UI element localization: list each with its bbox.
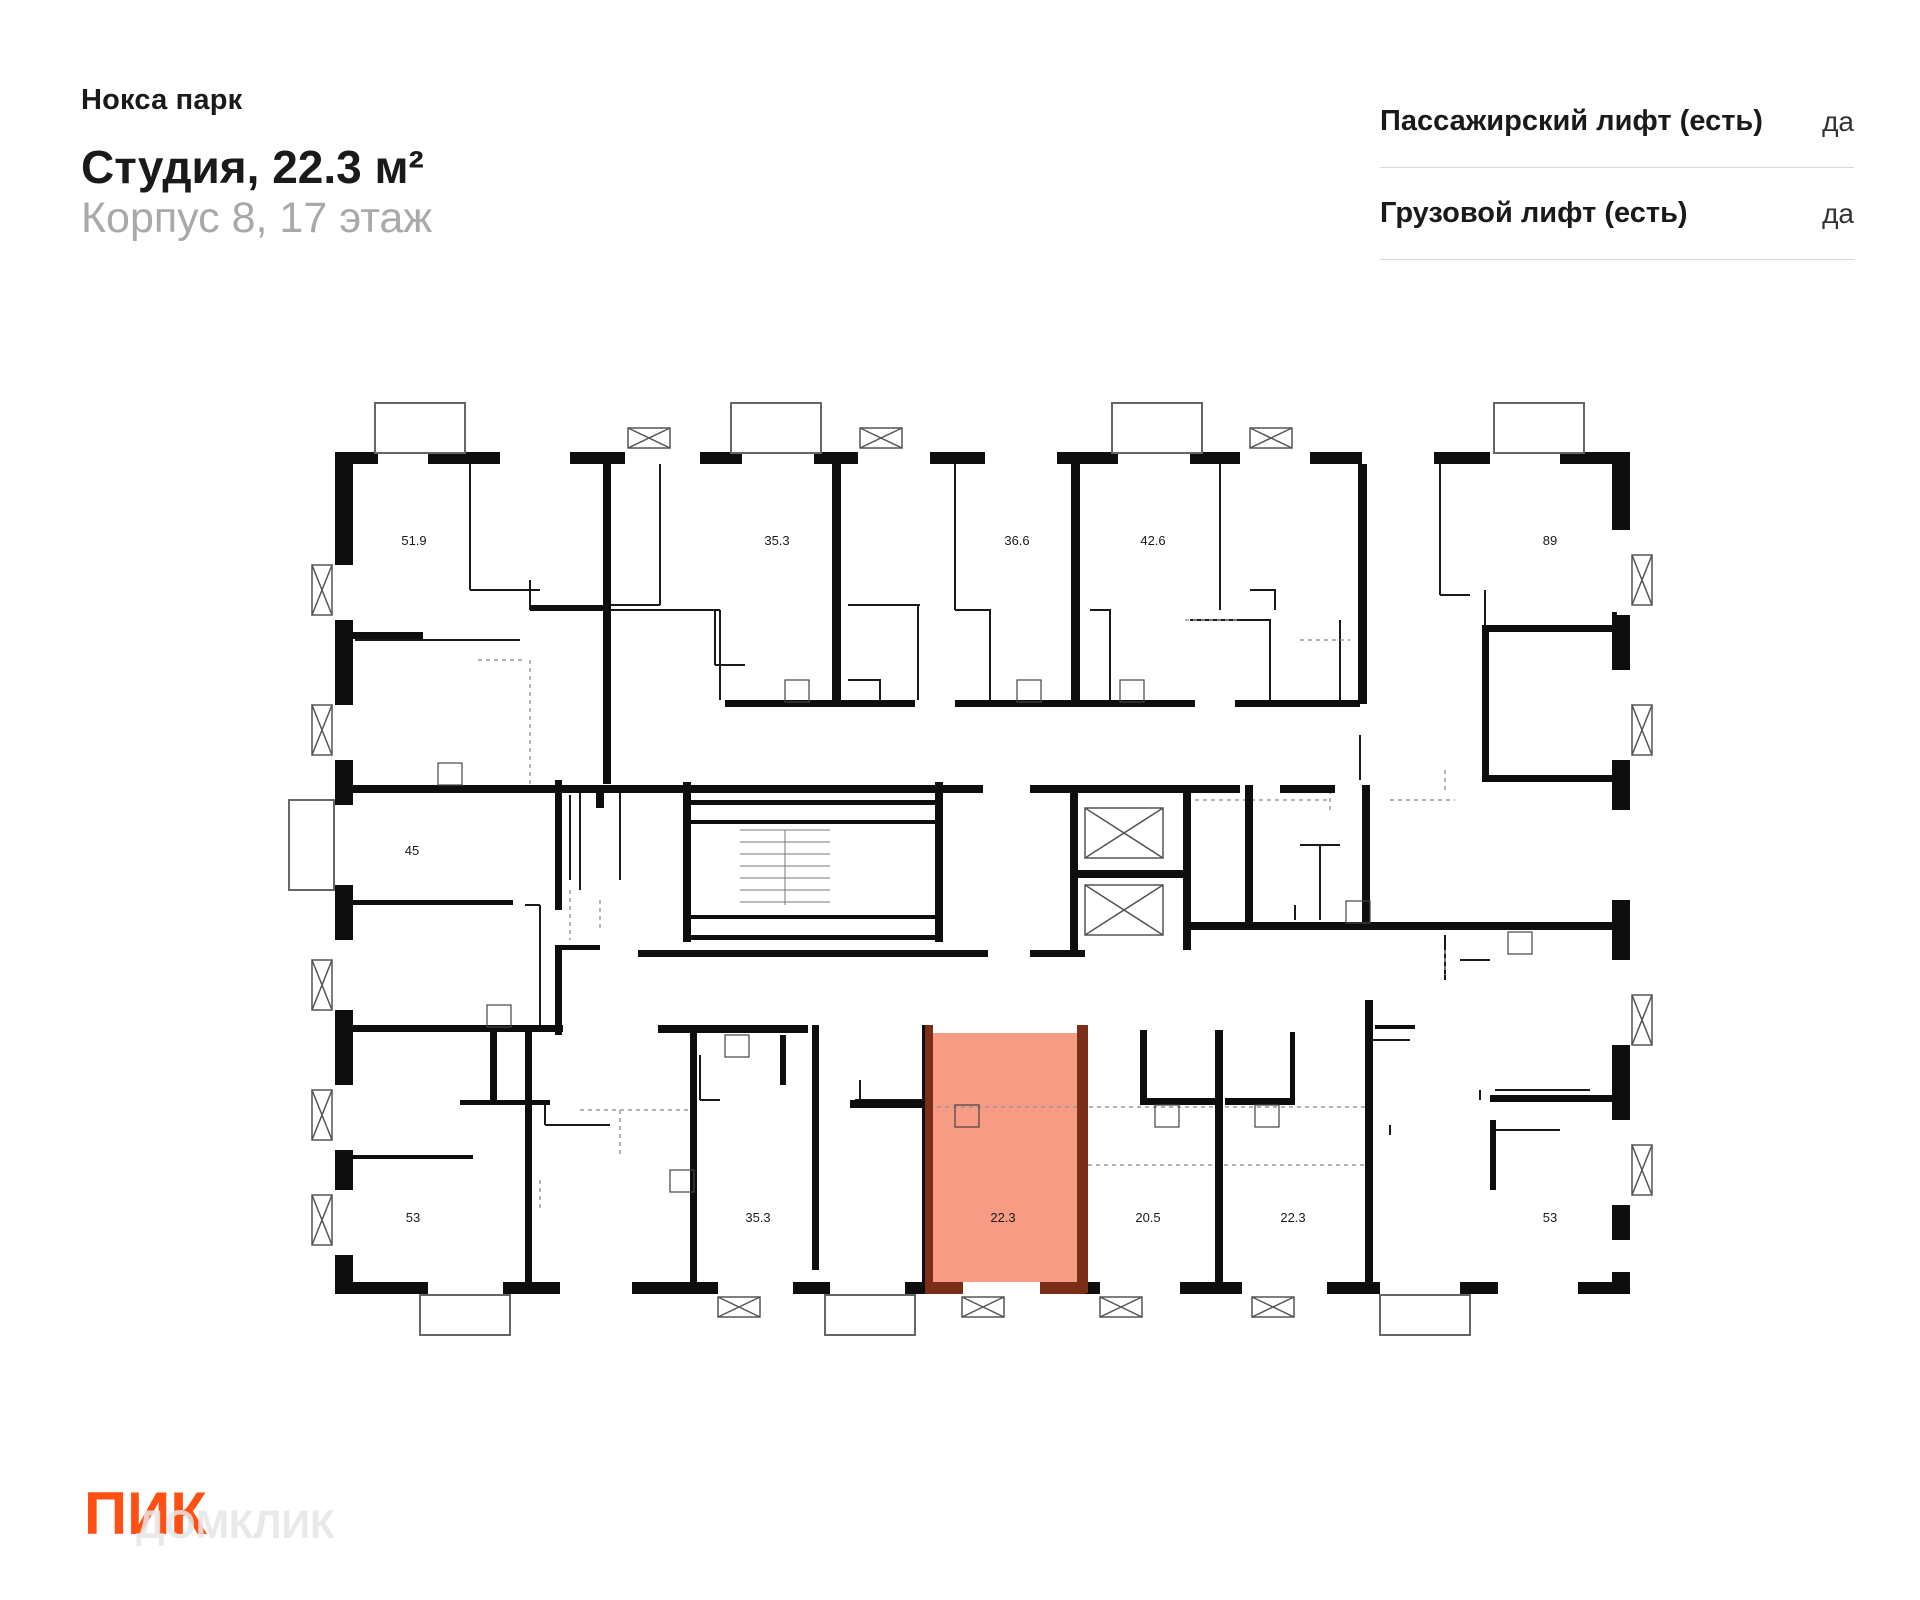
project-name: Нокса парк bbox=[81, 84, 243, 116]
selected-apartment-highlight[interactable] bbox=[930, 1033, 1085, 1293]
pik-logo: ПИК ДОМКЛИК bbox=[84, 1480, 335, 1547]
property-label: Грузовой лифт (есть) bbox=[1380, 197, 1688, 229]
apartment-area[interactable]: 35.3 bbox=[745, 1210, 770, 1225]
property-value: да bbox=[1822, 197, 1854, 229]
apartment-area[interactable]: 36.6 bbox=[1004, 533, 1029, 548]
apartment-area[interactable]: 45 bbox=[405, 843, 419, 858]
apartment-area[interactable]: 20.5 bbox=[1135, 1210, 1160, 1225]
balconies bbox=[288, 402, 1585, 1336]
property-label: Пассажирский лифт (есть) bbox=[1380, 105, 1763, 137]
properties-list: Пассажирский лифт (есть) да Грузовой лиф… bbox=[1380, 76, 1854, 260]
apartment-area[interactable]: 42.6 bbox=[1140, 533, 1165, 548]
property-passenger-lift: Пассажирский лифт (есть) да bbox=[1380, 76, 1854, 168]
apartment-area[interactable]: 53 bbox=[406, 1210, 420, 1225]
page-title: Студия, 22.3 м² bbox=[81, 141, 424, 193]
selected-apartment-walls bbox=[925, 1025, 1088, 1294]
building-floor: Корпус 8, 17 этаж bbox=[81, 194, 433, 242]
property-freight-lift: Грузовой лифт (есть) да bbox=[1380, 168, 1854, 260]
stairs bbox=[740, 829, 830, 905]
apartment-area[interactable]: 35.3 bbox=[764, 533, 789, 548]
apartment-area[interactable]: 89 bbox=[1543, 533, 1557, 548]
walls bbox=[335, 452, 1630, 1294]
window-vents bbox=[311, 427, 1653, 1318]
property-value: да bbox=[1822, 105, 1854, 137]
logo-brand: ПИК bbox=[84, 1480, 207, 1547]
logo-watermark: ДОМКЛИК bbox=[136, 1503, 335, 1547]
dashed-lines bbox=[478, 619, 1455, 1210]
apartment-area[interactable]: 22.3 bbox=[990, 1210, 1015, 1225]
kitchen-stoves bbox=[437, 679, 1533, 1193]
apartment-area[interactable]: 51.9 bbox=[401, 533, 426, 548]
apartment-area[interactable]: 22.3 bbox=[1280, 1210, 1305, 1225]
apartment-area[interactable]: 53 bbox=[1543, 1210, 1557, 1225]
